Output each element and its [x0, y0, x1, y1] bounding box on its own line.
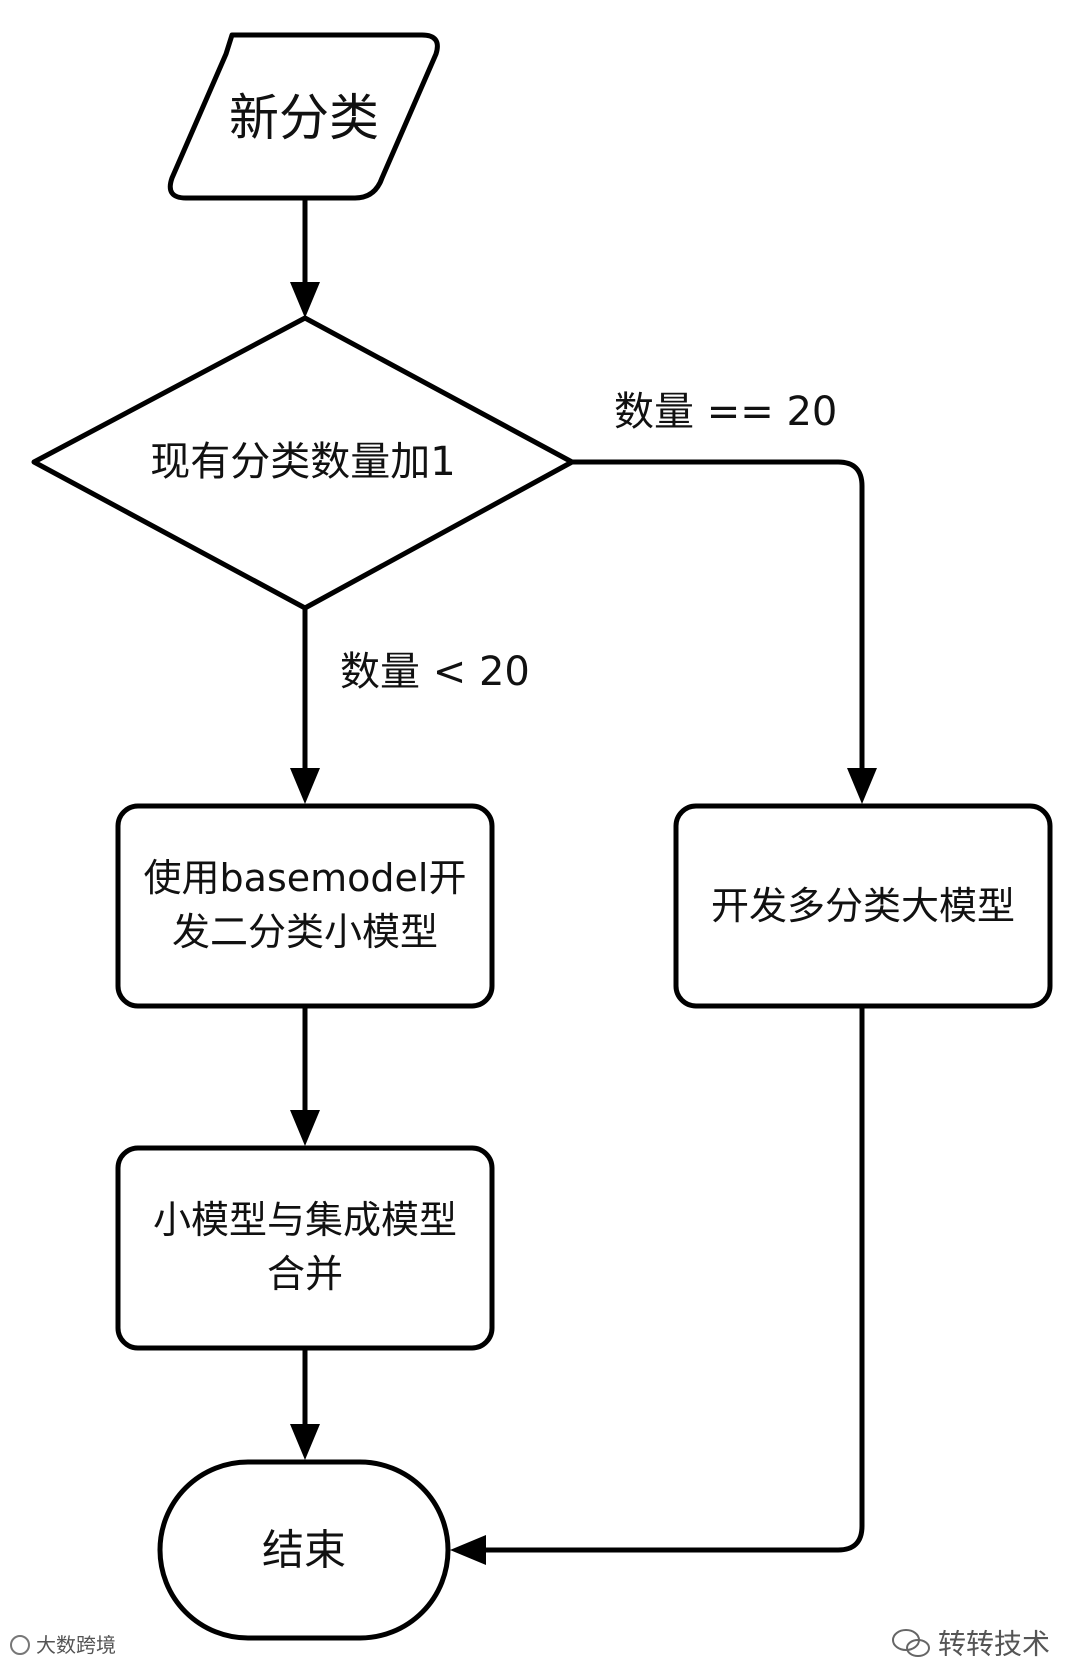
watermark-left-label: 大数跨境 [36, 1633, 116, 1657]
arrowhead-small-model-to-merge [290, 1110, 320, 1146]
watermark-left-logo-icon [10, 1635, 30, 1655]
rounded-rect-shape [115, 1145, 495, 1351]
small-model-label-line2: 发二分类小模型 [172, 910, 438, 954]
node-start: 新分类 [167, 32, 440, 201]
arrowhead-decision-to-big-model [847, 768, 877, 804]
watermark-left: 大数跨境 [10, 1633, 116, 1657]
arrowhead-big-model-to-end [450, 1535, 486, 1565]
big-model-label: 开发多分类大模型 [711, 884, 1015, 928]
rounded-rect-shape [115, 803, 495, 1009]
decision-label: 现有分类数量加1 [150, 439, 455, 485]
node-merge: 小模型与集成模型 合并 [115, 1145, 495, 1351]
edges [290, 198, 877, 1565]
watermark-right-label: 转转技术 [938, 1628, 1050, 1661]
node-big-model: 开发多分类大模型 [673, 803, 1053, 1009]
end-label: 结束 [262, 1526, 346, 1575]
merge-label-line2: 合并 [267, 1252, 343, 1296]
edge-label-eq20: 数量 == 20 [614, 389, 837, 435]
edge-label-lt20: 数量 < 20 [340, 649, 530, 695]
small-model-label-line1: 使用basemodel开 [144, 856, 467, 900]
edge-decision-to-big-model [572, 459, 865, 774]
rounded-rect-shape [673, 803, 1053, 1009]
wechat-icon [892, 1629, 930, 1657]
node-small-model: 使用basemodel开 发二分类小模型 [115, 803, 495, 1009]
parallelogram-shape [167, 32, 440, 201]
arrowhead-merge-to-end [290, 1424, 320, 1460]
merge-label-line1: 小模型与集成模型 [153, 1198, 457, 1242]
node-decision: 现有分类数量加1 [31, 315, 575, 611]
node-end: 结束 [157, 1459, 451, 1641]
arrowhead-start-to-decision [290, 282, 320, 318]
edge-big-model-to-end [480, 1006, 865, 1553]
start-label: 新分类 [229, 89, 379, 147]
arrowhead-decision-to-small-model [290, 768, 320, 804]
stadium-shape [157, 1459, 451, 1641]
diamond-shape [31, 315, 575, 611]
watermark-right: 转转技术 [892, 1628, 1050, 1661]
